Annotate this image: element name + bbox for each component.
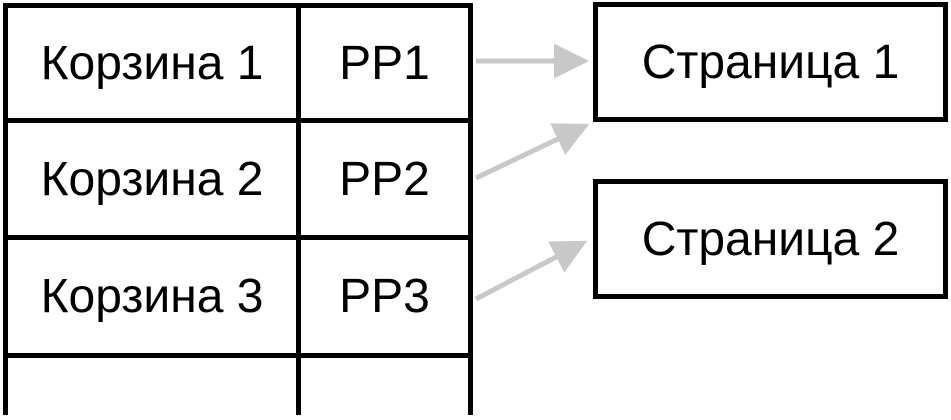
table-cell-code-4-empty [301, 358, 468, 415]
page-2-box: Страница 2 [593, 179, 948, 299]
arrow-pp2-to-page1 [474, 123, 590, 181]
table-cell-basket-3: Корзина 3 [8, 240, 301, 358]
table-cell-code-3: PP3 [301, 240, 468, 358]
table-cell-basket-1: Корзина 1 [8, 8, 301, 123]
table-cell-code-2: PP2 [301, 123, 468, 240]
page-2-label: Страница 2 [641, 212, 900, 266]
table-cell-basket-4-empty [8, 358, 301, 415]
arrow-pp3-to-page2 [474, 240, 588, 302]
table-cell-code-1: PP1 [301, 8, 468, 123]
table-cell-basket-2: Корзина 2 [8, 123, 301, 240]
page-1-box: Страница 1 [593, 2, 948, 122]
basket-mapping-table: Корзина 1 PP1 Корзина 2 PP2 Корзина 3 PP… [3, 3, 473, 415]
page-1-label: Страница 1 [641, 35, 900, 89]
